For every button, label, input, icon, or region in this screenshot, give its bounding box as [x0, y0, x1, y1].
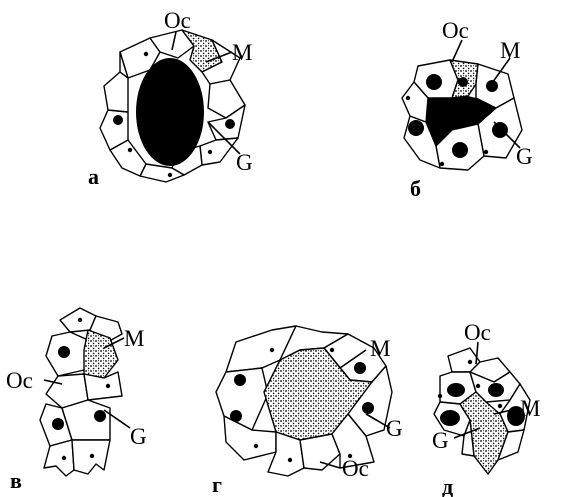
panel-v-letter: в — [10, 468, 22, 493]
panel-g-m-label: M — [370, 336, 390, 361]
panel-v-diagram — [40, 308, 122, 476]
panel-b-letter: б — [410, 176, 421, 201]
panel-b-diagram — [402, 60, 522, 170]
panel-b-oc-label: Oc — [442, 18, 469, 43]
panel-d-letter: д — [442, 474, 453, 497]
panel-g-letter: г — [212, 472, 222, 497]
panel-d-m-label: M — [520, 396, 540, 421]
panel-b-oc-pointer — [452, 40, 462, 62]
panel-d-g-label: G — [432, 428, 449, 453]
panel-a-diagram — [100, 30, 245, 182]
panel-a-letter: а — [88, 164, 99, 189]
panel-a-g-label: G — [236, 150, 253, 175]
panel-d-diagram — [434, 348, 530, 474]
panel-v-oc-label: Oc — [6, 368, 33, 393]
panel-d-oc-label: Oc — [464, 320, 491, 345]
panel-b-m-label: M — [500, 38, 520, 63]
panel-v-m-label: M — [124, 326, 144, 351]
panel-b-g-label: G — [516, 144, 533, 169]
panel-v-g-label: G — [130, 424, 147, 449]
panel-g-oc-label: Oc — [342, 456, 369, 481]
panel-a-oc-label: Oc — [164, 8, 191, 33]
panel-g-g-label: G — [386, 416, 403, 441]
panel-a-m-label: M — [232, 40, 252, 65]
panel-g-diagram — [216, 326, 392, 476]
